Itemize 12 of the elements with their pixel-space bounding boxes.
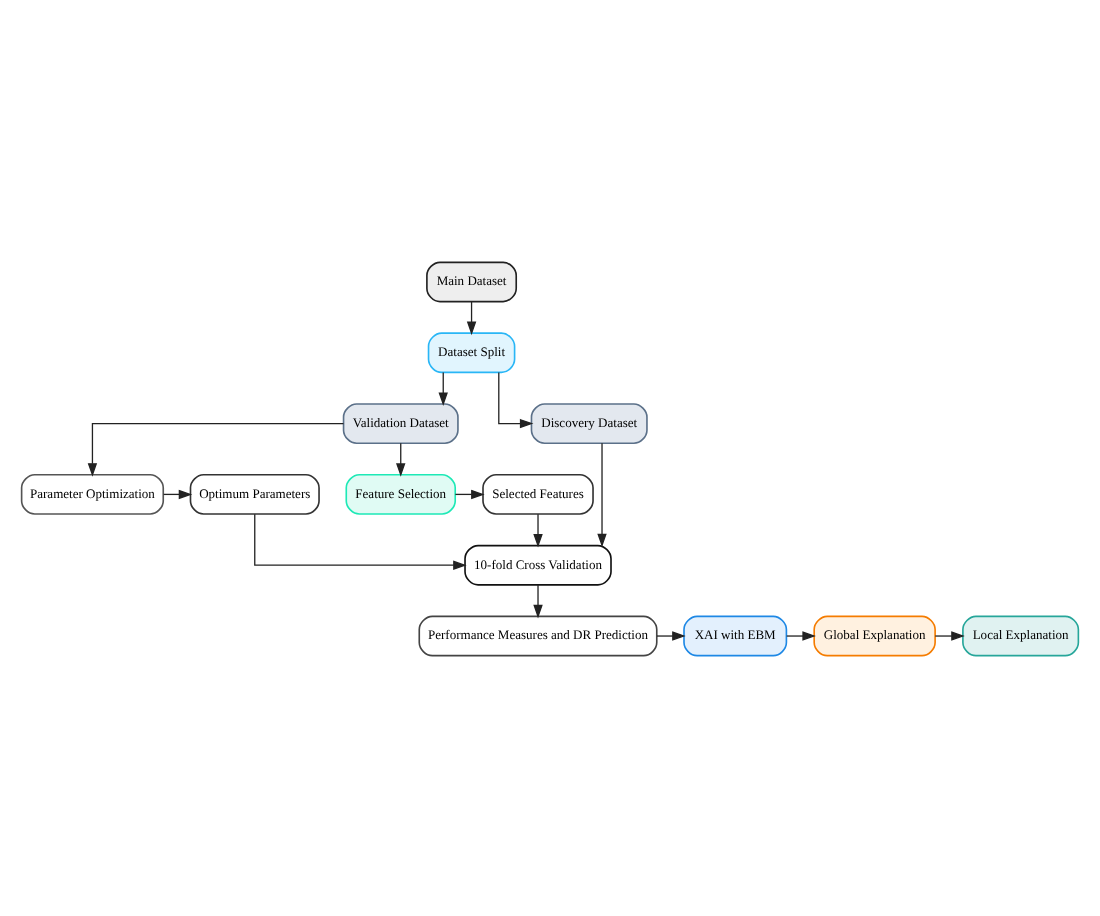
arrow	[533, 583, 543, 618]
arrow	[87, 421, 345, 476]
arrow	[466, 300, 477, 335]
arrow	[533, 512, 543, 547]
arrow	[786, 630, 816, 640]
arrow	[498, 370, 534, 428]
arrow	[934, 630, 965, 640]
arrow	[438, 370, 448, 405]
arrow	[597, 441, 607, 547]
arrow	[254, 512, 467, 569]
arrow	[396, 441, 406, 476]
arrow	[656, 630, 686, 640]
